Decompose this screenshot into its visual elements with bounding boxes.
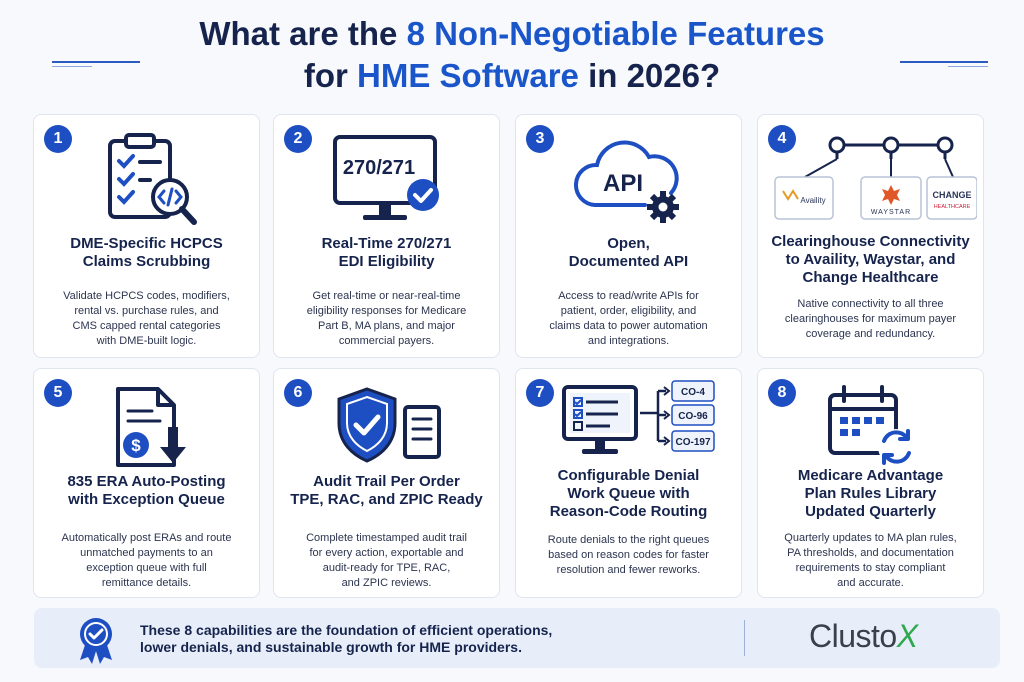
reason-code-label: CO-4 [681, 387, 705, 398]
feature-number-badge: 6 [284, 379, 312, 407]
clustox-logo: ClustoX [809, 618, 918, 654]
monitor-check-icon: 270/271 [274, 131, 501, 231]
page-header: What are the 8 Non-Negotiable Features f… [0, 0, 1024, 110]
feature-number-badge: 8 [768, 379, 796, 407]
feature-number-badge: 5 [44, 379, 72, 407]
shield-check-document-icon [274, 383, 501, 473]
waystar-logo-text: WAYSTAR [870, 209, 910, 216]
monitor-routing-icon: CO-4 CO-96 CO-197 [516, 379, 743, 469]
availity-logo-text: Availity [800, 196, 825, 205]
footer-divider [744, 620, 745, 656]
award-badge-icon [74, 614, 118, 669]
page-title-line-2: for HME Software in 2026? [303, 57, 721, 94]
page-title-line-1: What are the 8 Non-Negotiable Features [199, 15, 825, 52]
calendar-refresh-icon [758, 381, 985, 471]
cloud-api-label: API [602, 170, 642, 197]
title-divider-right-thin [948, 66, 988, 67]
feature-number-badge: 4 [768, 125, 796, 153]
clipboard-code-magnifier-icon [34, 131, 261, 231]
network-logos-icon: Availity WAYSTAR CHANGE HEALTHCARE [758, 133, 985, 225]
feature-number-badge: 3 [526, 125, 554, 153]
document-dollar-arrow-icon: $ [34, 383, 261, 473]
feature-card-4: 4 Availity WAYSTAR CHANGE HEALTHCARE Cle… [757, 114, 984, 358]
feature-number-badge: 7 [526, 379, 554, 407]
feature-title: Open,Documented API [568, 235, 689, 270]
healthcare-logo-text: HEALTHCARE [933, 204, 970, 210]
feature-card-3: 3 API Open,Documented API Access to read… [515, 114, 742, 358]
feature-number-badge: 1 [44, 125, 72, 153]
footer-banner: These 8 capabilities are the foundation … [34, 608, 1000, 668]
title-divider-right [900, 61, 988, 63]
feature-description: Validate HCPCS codes, modifiers,rental v… [63, 290, 230, 347]
feature-number-badge: 2 [284, 125, 312, 153]
cloud-api-gear-icon: API [516, 131, 743, 231]
title-divider-left [52, 61, 140, 63]
feature-card-7: 7 CO-4 CO-96 CO-197 Config [515, 368, 742, 598]
monitor-screen-label: 270/271 [342, 157, 414, 179]
change-logo-text: CHANGE [932, 190, 971, 200]
svg-text:$: $ [131, 436, 141, 455]
reason-code-label: CO-197 [675, 437, 710, 448]
footer-message: These 8 capabilities are the foundation … [140, 622, 553, 655]
title-divider-left-thin [52, 66, 92, 67]
feature-description: Quarterly updates to MA plan rules,PA th… [784, 532, 957, 589]
reason-code-label: CO-96 [678, 411, 708, 422]
